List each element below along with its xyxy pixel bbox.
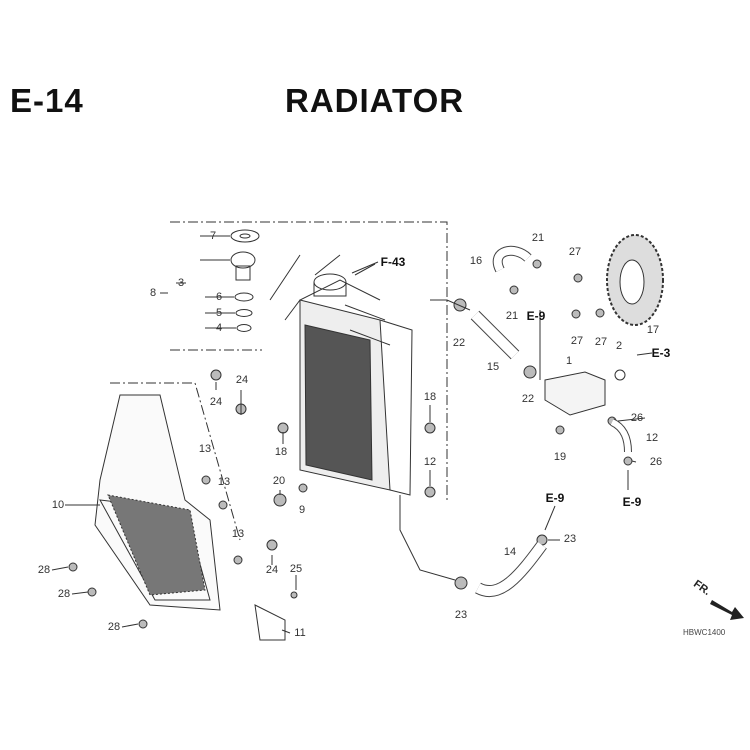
callout-2: 2 [615,340,623,352]
radiator-core [269,254,413,496]
callout-28: 28 [107,621,121,633]
callout-15: 15 [486,361,500,373]
callout-16: 16 [469,255,483,267]
callout-21: 21 [531,232,545,244]
reference-e9[interactable]: E-9 [526,309,546,323]
callout-13: 13 [231,528,245,540]
callout-19: 19 [553,451,567,463]
callout-6: 6 [215,291,223,303]
reference-e9[interactable]: E-9 [622,495,642,509]
page-title: RADIATOR [285,82,465,119]
callout-11: 11 [294,627,306,639]
callout-8: 8 [149,287,157,299]
callout-27: 27 [570,335,584,347]
callout-26: 26 [630,412,644,424]
callout-7: 7 [209,230,217,242]
drawing-code: HBWC1400 [683,628,726,637]
callout-10: 10 [51,499,65,511]
section-code: E-14 [10,82,84,119]
callout-5: 5 [215,307,223,319]
callout-13: 13 [217,476,231,488]
callout-13: 13 [198,443,212,455]
callout-23: 23 [454,609,468,621]
callout-4: 4 [215,322,223,334]
callout-22: 22 [452,337,466,349]
callout-20: 20 [272,475,286,487]
callout-18: 18 [274,446,288,458]
radiator-cap-parts [160,229,260,332]
reference-f43[interactable]: F-43 [380,255,406,269]
callout-23: 23 [563,533,577,545]
bracket [254,604,286,641]
callout-26: 26 [649,456,663,468]
callout-17: 17 [646,324,660,336]
callout-24: 24 [265,564,279,576]
reference-e9[interactable]: E-9 [545,491,565,505]
callout-28: 28 [37,564,51,576]
reference-e3[interactable]: E-3 [651,346,671,360]
callout-3: 3 [177,277,185,289]
callout-14: 14 [503,546,517,558]
callout-25: 25 [289,563,303,575]
callout-1: 1 [565,355,573,367]
callout-24: 24 [235,374,249,386]
callout-12: 12 [645,432,659,444]
callout-18: 18 [423,391,437,403]
thermostat-housing [544,371,606,416]
radiator-shroud [94,394,221,611]
front-direction-arrow-icon [710,600,744,620]
callout-21: 21 [505,310,519,322]
callout-12: 12 [423,456,437,468]
callout-22: 22 [521,393,535,405]
callout-24: 24 [209,396,223,408]
callout-9: 9 [298,504,306,516]
callout-28: 28 [57,588,71,600]
callout-27: 27 [594,336,608,348]
callout-27: 27 [568,246,582,258]
assembly-boundary [170,221,448,500]
cooling-fan [606,234,664,326]
